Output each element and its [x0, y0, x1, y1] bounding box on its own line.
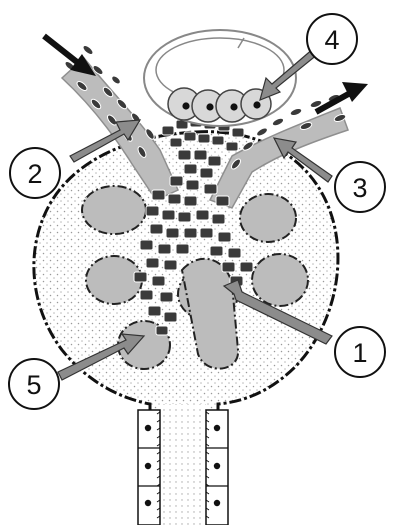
callout-3: 3: [335, 162, 385, 212]
callout-2: 2: [10, 148, 60, 198]
callout-number: 2: [27, 159, 42, 189]
proximal-tubule: [138, 404, 228, 525]
efferent-flow-arrow-icon: [316, 82, 368, 112]
callout-4: 4: [307, 14, 357, 64]
callout-number: 4: [324, 25, 339, 55]
macula-densa-region: [144, 30, 296, 126]
tubule-lumen: [160, 404, 206, 525]
callout-number: 5: [26, 370, 41, 400]
callout-1: 1: [335, 327, 385, 377]
callout-number: 3: [352, 173, 367, 203]
callout-5: 5: [9, 359, 59, 409]
afferent-flow-arrow-icon: [44, 36, 96, 76]
capillary-loop: [240, 194, 296, 242]
callout-number: 1: [352, 338, 367, 368]
capillary-loop: [82, 186, 146, 234]
capillary-loop: [252, 254, 308, 306]
